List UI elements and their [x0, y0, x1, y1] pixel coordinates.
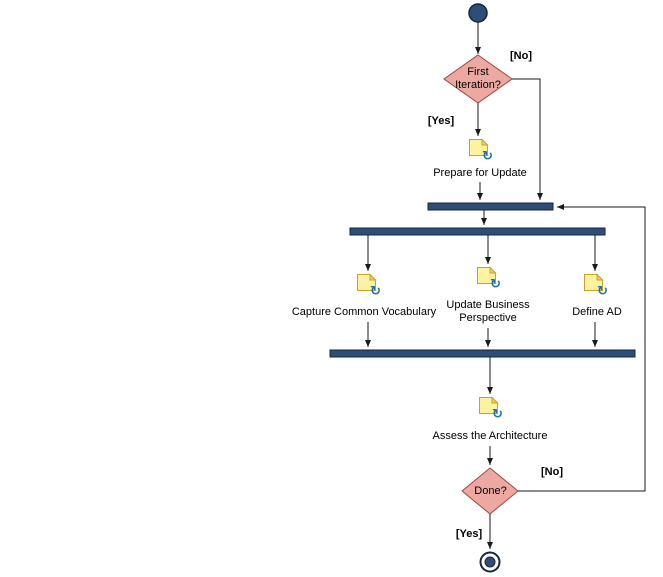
- edge-first-decision-no: [512, 78, 543, 200]
- note-fold: [489, 266, 497, 274]
- join-bar[interactable]: [329, 349, 636, 358]
- activity-label-capture: Capture Common Vocabulary: [291, 306, 437, 318]
- final-node-core: [484, 556, 496, 568]
- refresh-icon: ↻: [482, 149, 493, 164]
- activity-icon-update-business[interactable]: ↻: [477, 266, 501, 293]
- activity-label-assess: Assess the Architecture: [432, 430, 548, 442]
- activity-icon-define-ad[interactable]: ↻: [584, 273, 608, 300]
- decision-done-label: Done?: [474, 485, 507, 497]
- edge-done-no-loopback: [518, 204, 646, 492]
- activity-label-define-ad: Define AD: [572, 306, 622, 318]
- note-fold: [596, 273, 604, 281]
- refresh-icon: ↻: [370, 284, 381, 299]
- guard-label-no-done: [No]: [541, 466, 563, 478]
- activity-label-update-business: Update Business Perspective: [446, 299, 530, 324]
- guard-label-no-first: [No]: [510, 50, 532, 62]
- activity-icon-capture[interactable]: ↻: [357, 273, 381, 300]
- note-fold: [481, 138, 489, 146]
- refresh-icon: ↻: [492, 407, 503, 422]
- note-fold: [491, 396, 499, 404]
- sync-bar-1[interactable]: [427, 202, 554, 211]
- guard-label-yes-done: [Yes]: [455, 528, 483, 540]
- refresh-icon: ↻: [597, 284, 608, 299]
- refresh-icon: ↻: [490, 277, 501, 292]
- guard-label-yes-first: [Yes]: [427, 115, 455, 127]
- activity-label-prepare: Prepare for Update: [433, 167, 527, 179]
- activity-icon-prepare[interactable]: ↻: [469, 138, 493, 165]
- initial-node[interactable]: [468, 3, 488, 23]
- decision-first-iteration-label: First Iteration?: [455, 66, 501, 91]
- note-fold: [369, 273, 377, 281]
- fork-bar[interactable]: [349, 227, 606, 236]
- activity-icon-assess[interactable]: ↻: [479, 396, 503, 423]
